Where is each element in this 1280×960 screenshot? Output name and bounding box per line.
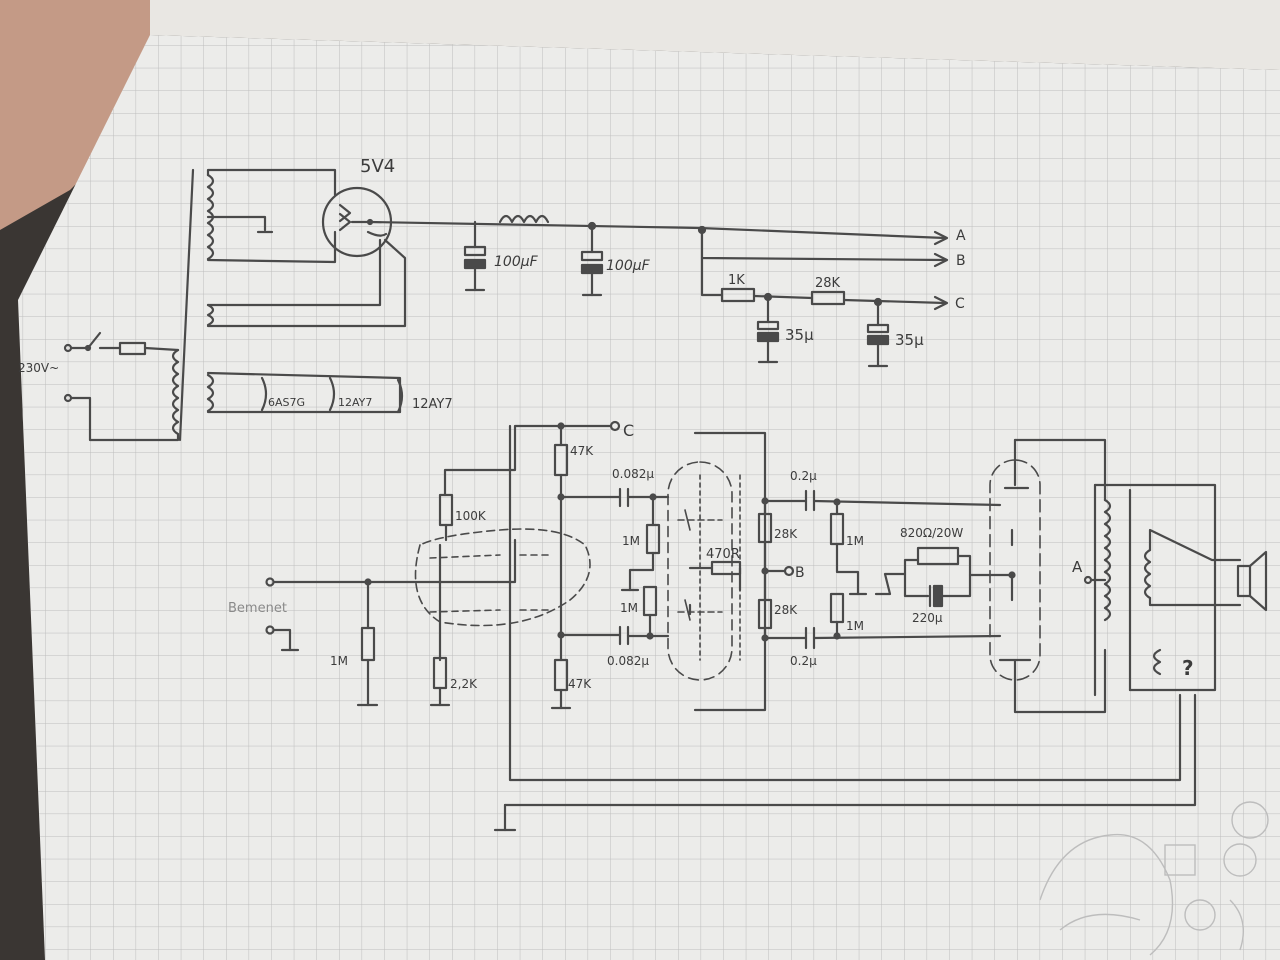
label-res-28k-1: 28K — [774, 527, 798, 541]
thumb — [0, 0, 150, 230]
label-res-1m-top: 1M — [622, 534, 640, 548]
label-tube-12ay7-a: 12AY7 — [338, 396, 372, 409]
primary-winding — [171, 348, 180, 436]
label-cap-35-a: 35µ — [785, 326, 814, 344]
transformer-core — [178, 168, 195, 442]
label-cap-0082-top: 0.082µ — [612, 467, 654, 481]
heater-winding-6v — [206, 373, 215, 413]
doodle-character — [1039, 801, 1269, 956]
label-res-47k-bot: 47K — [568, 677, 592, 691]
label-rail-b: B — [956, 253, 966, 269]
ot-core — [1093, 483, 1132, 697]
label-res-1m-g2: 1M — [846, 619, 864, 633]
label-cap-02-bot: 0.2µ — [790, 654, 817, 668]
choke — [498, 214, 550, 224]
input-tube-12ay7 — [414, 528, 591, 627]
node-b-terminal — [783, 565, 795, 577]
label-tube-6as7g: 6AS7G — [268, 396, 305, 409]
paper-margin — [150, 0, 1280, 70]
label-cap-100uf-b: 100µF — [606, 258, 651, 274]
label-res-2-2k: 2,2K — [450, 677, 478, 691]
circuit — [63, 168, 1268, 832]
label-cap-220: 220µ — [912, 611, 943, 625]
output-transformer-primary — [1103, 498, 1112, 622]
label-res-28k-top: 28K — [815, 276, 841, 291]
label-tube-12ay7-b: 12AY7 — [412, 397, 453, 412]
label-mains: 230V~ — [18, 361, 59, 375]
label-rail-c: C — [955, 296, 965, 312]
label-node-b: B — [795, 565, 805, 581]
arrow-b — [933, 252, 949, 268]
label-res-47k-top: 47K — [570, 444, 594, 458]
resistor-28k — [810, 290, 846, 306]
label-cap-0082-bot: 0.082µ — [607, 654, 649, 668]
arrow-a — [933, 230, 949, 246]
label-res-470r: 470R — [706, 547, 740, 562]
ot-secondary — [1143, 548, 1152, 600]
heater-winding-5v — [206, 303, 215, 327]
unknown-winding — [1152, 648, 1162, 676]
label-res-1m-g1: 1M — [846, 534, 864, 548]
label-node-c: C — [623, 421, 634, 440]
arrow-c — [933, 295, 949, 311]
resistor-1m-grid-bot — [642, 585, 658, 617]
label-node-a: A — [1072, 558, 1083, 576]
label-res-1m-bot: 1M — [620, 601, 638, 615]
label-res-100k: 100K — [455, 509, 487, 523]
label-res-1k: 1K — [728, 273, 745, 288]
label-rail-a: A — [956, 228, 966, 244]
label-unknown: ? — [1182, 656, 1194, 680]
driver-tube-12ay7 — [667, 461, 733, 681]
cap-220u — [932, 584, 944, 608]
label-input: Bemenet — [228, 601, 287, 616]
label-cap-02-top: 0.2µ — [790, 469, 817, 483]
speaker — [1236, 564, 1252, 598]
resistor-1m-out-bot — [829, 592, 845, 624]
label-cap-35-b: 35µ — [895, 331, 924, 349]
label-cap-100uf-a: 100µF — [494, 254, 539, 270]
label-res-1m-in: 1M — [330, 654, 348, 668]
label-res-28k-2: 28K — [774, 603, 798, 617]
label-rectifier: 5V4 — [360, 156, 395, 177]
label-res-820: 820Ω/20W — [900, 526, 963, 540]
